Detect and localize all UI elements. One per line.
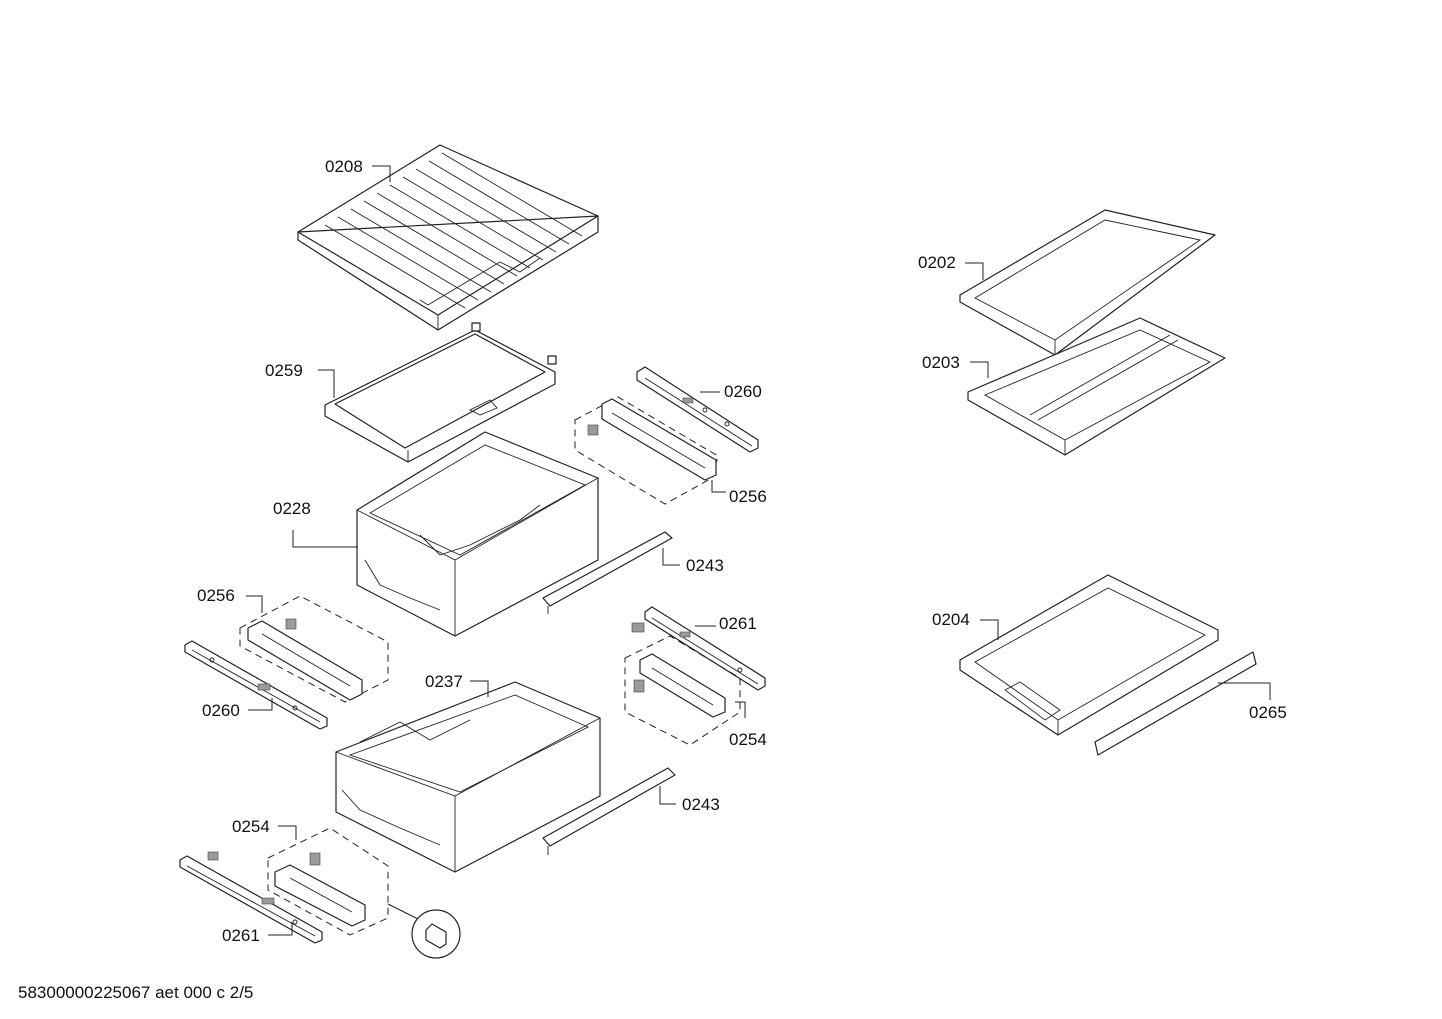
leader-0228 [292, 530, 358, 548]
leader-0256a [711, 480, 726, 493]
group-0254-upper-dashed [624, 635, 741, 746]
part-0260-upper-rail [636, 366, 759, 453]
part-0204-tray [959, 574, 1219, 736]
part-0254-lower-bracket [274, 852, 366, 927]
label-0256a: 0256 [729, 487, 767, 506]
document-code: 58300000225067 aet 000 c 2/5 [18, 983, 253, 1002]
label-0202: 0202 [918, 253, 956, 272]
part-0243-upper-trim [542, 531, 673, 607]
label-0208: 0208 [325, 157, 363, 176]
part-0254-upper-bracket [633, 653, 726, 718]
leader-0203 [970, 361, 989, 378]
label-0260b: 0260 [202, 701, 240, 720]
leader-0256b [246, 595, 263, 613]
part-0237-lower-drawer [335, 681, 601, 873]
label-0203: 0203 [922, 353, 960, 372]
label-0243b: 0243 [682, 795, 720, 814]
label-0254a: 0254 [729, 730, 767, 749]
group-0254-lower-dashed [267, 827, 389, 936]
detail-callout-line [387, 903, 421, 921]
part-0256-upper-bracket [587, 398, 717, 481]
label-0256b: 0256 [197, 586, 235, 605]
leader-0261b [268, 922, 293, 936]
part-0203-split-glass-shelf [967, 317, 1226, 456]
label-0259: 0259 [265, 361, 303, 380]
label-0265: 0265 [1249, 703, 1287, 722]
leader-0260b [248, 698, 273, 711]
label-0254b: 0254 [232, 817, 270, 836]
label-0228: 0228 [273, 499, 311, 518]
part-0261-lower-rail [179, 851, 323, 944]
leader-0237 [470, 680, 489, 697]
label-0243a: 0243 [686, 556, 724, 575]
label-0204: 0204 [932, 610, 970, 629]
leader-0265 [1218, 682, 1271, 700]
group-0256-lower-dashed [239, 595, 389, 703]
label-0261b: 0261 [222, 926, 260, 945]
detail-callout-clip [425, 923, 447, 949]
leader-0254a [735, 701, 746, 718]
part-0243-lower-trim [542, 767, 676, 847]
part-0259-cover-plate [324, 322, 557, 463]
part-0208-ribbed-shelf [297, 144, 599, 331]
label-0260a: 0260 [724, 382, 762, 401]
leader-0259 [318, 369, 335, 398]
part-0265-trim-strip [1094, 651, 1257, 756]
label-0261a: 0261 [719, 614, 757, 633]
label-0237: 0237 [425, 672, 463, 691]
part-0202-glass-shelf [959, 209, 1216, 356]
part-0261-upper-rail [631, 606, 766, 691]
leader-0254b [278, 825, 297, 840]
leader-0208 [372, 165, 391, 182]
leader-0204 [980, 619, 999, 640]
part-0228-upper-drawer [356, 431, 599, 637]
leader-0243b [659, 786, 676, 805]
group-0256-upper-dashed [574, 396, 719, 505]
leader-0243a [662, 548, 680, 566]
part-0260-lower-rail [184, 640, 328, 730]
part-0256-lower-bracket [247, 618, 363, 701]
leader-0202 [965, 262, 984, 280]
